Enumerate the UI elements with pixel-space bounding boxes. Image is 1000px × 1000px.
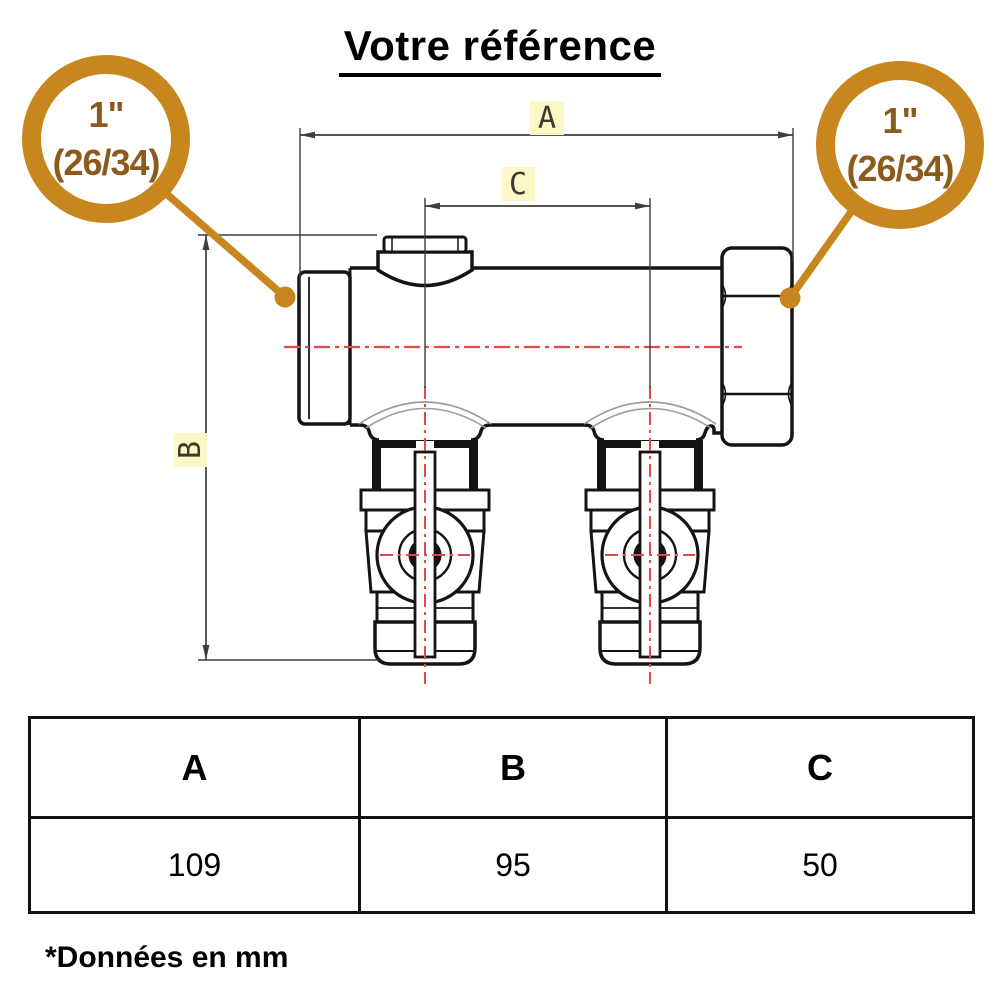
- dome-transitions: [358, 401, 717, 429]
- dimension-a: A: [299, 101, 794, 289]
- hex-nut: [720, 246, 794, 447]
- dim-label-c: C: [509, 167, 527, 202]
- page-title: Votre référence: [0, 22, 1000, 77]
- badge-dn-label: (26/34): [846, 148, 954, 189]
- badge-size-label: 1": [882, 100, 918, 141]
- left-outlet-valve: [359, 440, 491, 666]
- leader-right: [779, 208, 855, 309]
- units-footnote: *Données en mm: [45, 941, 289, 974]
- header-cell-b: B: [358, 716, 668, 819]
- badge-size-label: 1": [88, 94, 124, 135]
- connection-badge-left: 1" (26/34): [22, 55, 190, 223]
- value-cell-c: 50: [665, 816, 975, 914]
- header-cell-a: A: [28, 716, 361, 819]
- leader-dot-right: [779, 287, 801, 309]
- centerlines: [284, 345, 742, 684]
- leader-dot-left: [274, 286, 296, 308]
- manifold-body: [348, 266, 722, 442]
- dim-label-b: B: [173, 441, 208, 459]
- table-value-row: 109 95 50: [28, 816, 975, 914]
- page-title-text: Votre référence: [338, 22, 662, 77]
- leader-left: [165, 192, 296, 308]
- connection-badge-right: 1" (26/34): [816, 61, 984, 229]
- dimension-c: C: [424, 167, 651, 388]
- dimensions-table: A B C 109 95 50: [28, 716, 975, 914]
- value-cell-b: 95: [358, 816, 668, 914]
- value-cell-a: 109: [28, 816, 361, 914]
- dimension-b: B: [173, 234, 379, 661]
- badge-dn-label: (26/34): [52, 142, 160, 183]
- dim-label-a: A: [538, 101, 556, 136]
- table-header-row: A B C: [28, 716, 975, 819]
- header-cell-c: C: [665, 716, 975, 819]
